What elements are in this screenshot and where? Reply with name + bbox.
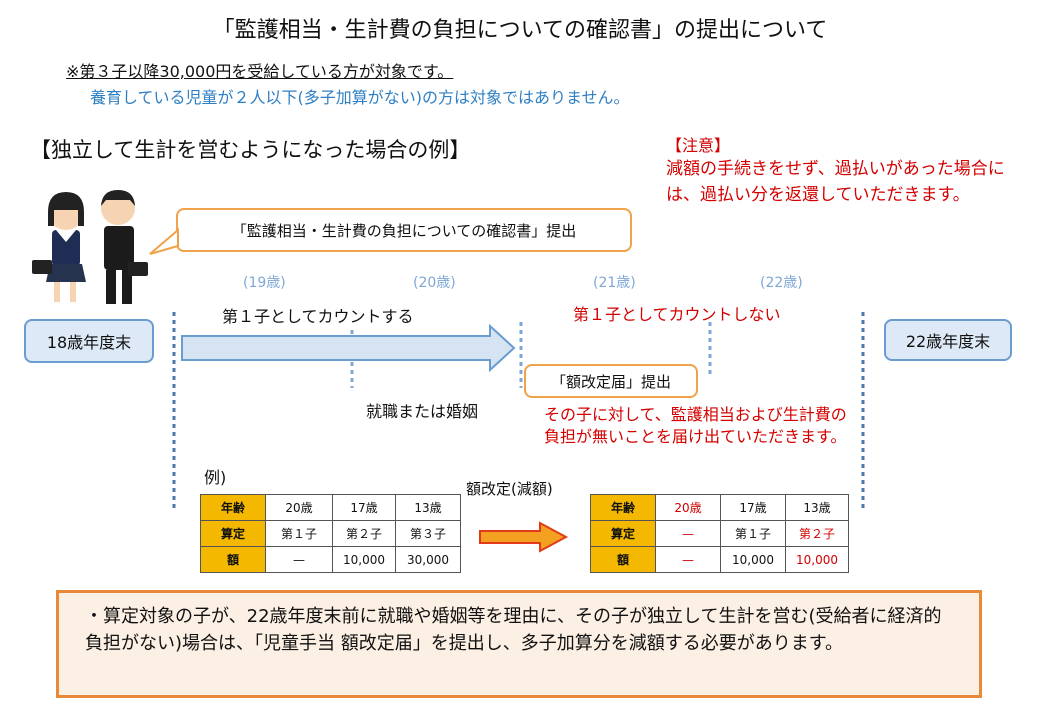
table-cell: 10,000 (332, 546, 396, 573)
caution-body: 減額の手続きをせず、過払いがあった場合には、過払い分を返還していただきます。 (666, 159, 1005, 205)
table-row: 額 — 10,000 10,000 (590, 546, 849, 573)
summary-box: ・算定対象の子が、22歳年度末前に就職や婚姻等を理由に、その子が独立して生計を営… (56, 590, 982, 698)
section-title: 【独立して生計を営むようになった場合の例】 (30, 138, 471, 162)
page-title: 「監護相当・生計費の負担についての確認書」の提出について (212, 18, 828, 43)
age-label-20: (20歳) (413, 275, 456, 291)
event-label: 就職または婚姻 (366, 402, 479, 421)
table-cell: — (265, 546, 333, 573)
change-arrow (479, 521, 569, 553)
table-cell: 算定 (590, 520, 656, 547)
count-as-first-label: 第１子としてカウントする (222, 307, 414, 326)
confirm-document-callout: 「監護相当・生計費の負担についての確認書」提出 (176, 208, 632, 252)
table-cell: 10,000 (720, 546, 786, 573)
notify-label: 「額改定届」提出 (550, 372, 671, 391)
table-cell: 第２子 (332, 520, 396, 547)
students-illustration (32, 190, 148, 304)
notify-description: その子に対して、監護相当および生計費の負担が無いことを届け出ていただきます。 (544, 405, 847, 446)
table-cell: 額 (200, 546, 266, 573)
confirm-document-label: 「監護相当・生計費の負担についての確認書」提出 (231, 221, 577, 240)
table-cell: — (655, 520, 721, 547)
table-cell: — (655, 546, 721, 573)
table-cell: 13歳 (785, 494, 849, 521)
table-cell: 第１子 (265, 520, 333, 547)
table-cell: 10,000 (785, 546, 849, 573)
table-cell: 第３子 (395, 520, 461, 547)
age-label-19: (19歳) (243, 275, 286, 291)
timeline-graphic (172, 312, 865, 512)
revision-label: 額改定(減額) (466, 480, 553, 498)
period-arrow (181, 323, 516, 373)
table-row: 額 — 10,000 30,000 (200, 546, 461, 573)
table-row: 算定 第１子 第２子 第３子 (200, 520, 461, 547)
table-row: 年齢 20歳 17歳 13歳 (200, 494, 461, 521)
table-cell: 30,000 (395, 546, 461, 573)
table-cell: 額 (590, 546, 656, 573)
age22-end-label: 22歳年度末 (905, 332, 991, 351)
age18-end-label: 18歳年度末 (46, 333, 132, 352)
age22-end-box: 22歳年度末 (884, 319, 1012, 361)
table-cell: 算定 (200, 520, 266, 547)
callout-pointer (149, 228, 179, 255)
table-cell: 17歳 (332, 494, 396, 521)
table-cell: 13歳 (395, 494, 461, 521)
table-cell: 年齢 (200, 494, 266, 521)
example-label: 例) (204, 468, 227, 487)
table-cell: 20歳 (265, 494, 333, 521)
exclusion-note: 養育している児童が２人以下(多子加算がない)の方は対象ではありません。 (90, 88, 630, 107)
caution-heading: 【注意】 (666, 136, 731, 155)
table-cell: 20歳 (655, 494, 721, 521)
table-row: 年齢 20歳 17歳 13歳 (590, 494, 849, 521)
age-label-21: (21歳) (593, 275, 636, 291)
table-cell: 17歳 (720, 494, 786, 521)
table-cell: 第１子 (720, 520, 786, 547)
age18-end-box: 18歳年度末 (24, 319, 154, 363)
notify-callout: 「額改定届」提出 (524, 364, 698, 398)
table-row: 算定 — 第１子 第２子 (590, 520, 849, 547)
summary-text: ・算定対象の子が、22歳年度末前に就職や婚姻等を理由に、その子が独立して生計を営… (85, 606, 942, 654)
age-label-22: (22歳) (760, 275, 803, 291)
table-cell: 第２子 (785, 520, 849, 547)
target-note: ※第３子以降30,000円を受給している方が対象です。 (66, 62, 454, 81)
not-count-first-label: 第１子としてカウントしない (573, 305, 781, 324)
table-cell: 年齢 (590, 494, 656, 521)
table-before: 年齢 20歳 17歳 13歳 算定 第１子 第２子 第３子 額 — 10,000… (200, 494, 461, 573)
table-after: 年齢 20歳 17歳 13歳 算定 — 第１子 第２子 額 — 10,000 1… (590, 494, 849, 573)
